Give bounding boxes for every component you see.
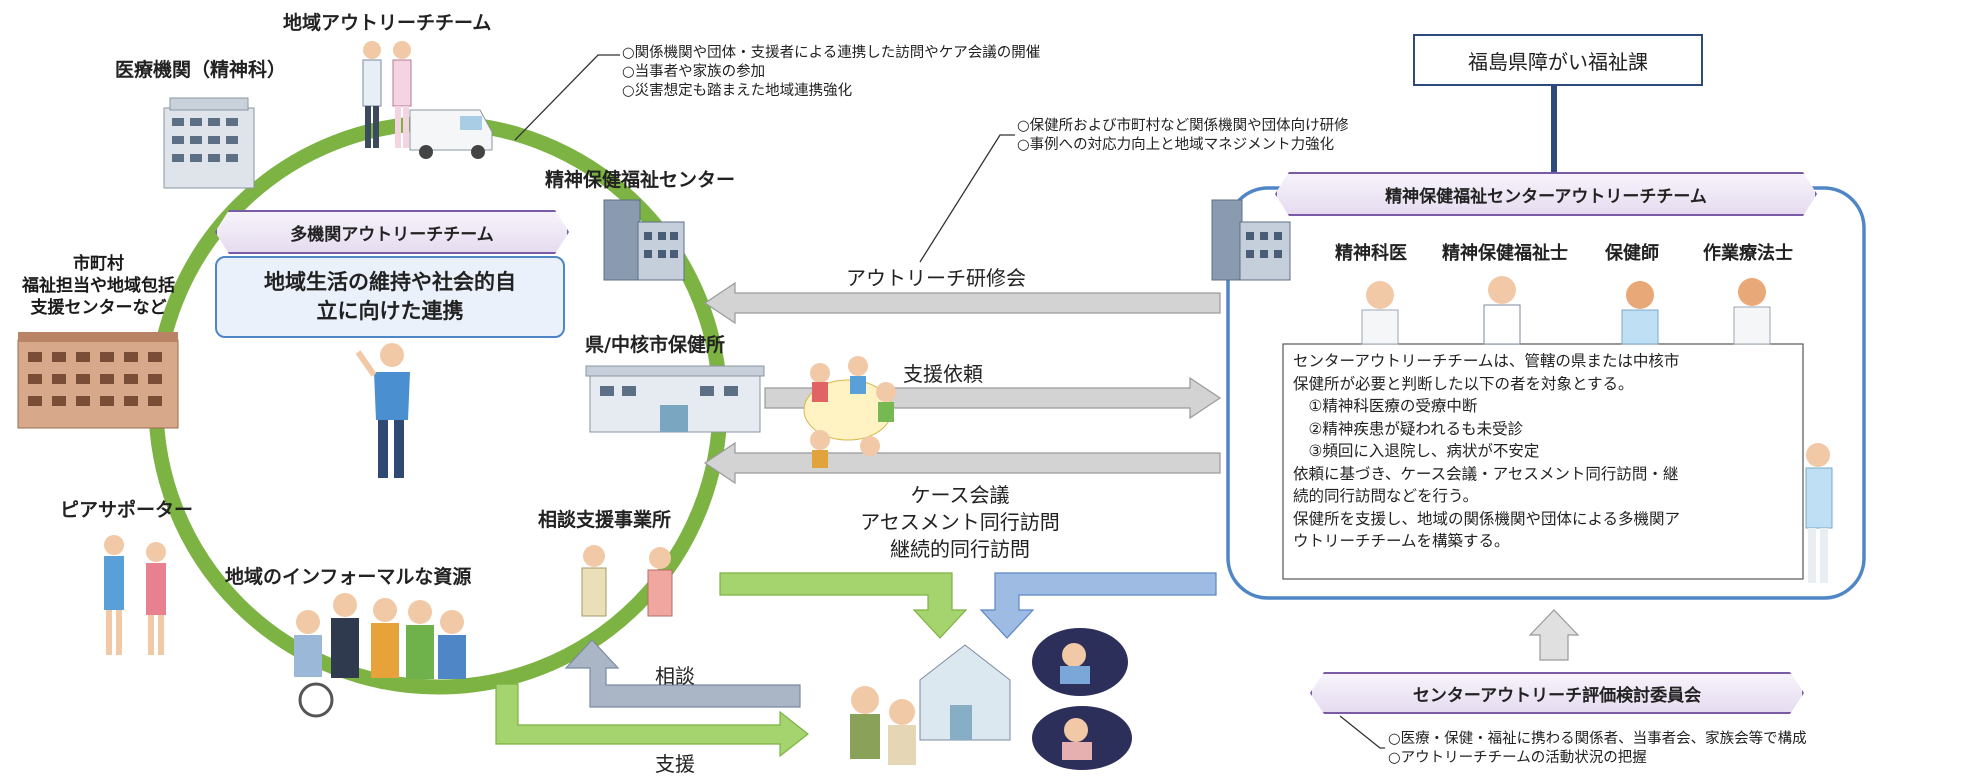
- evaluation-notes: ○医療・保健・福祉に携わる関係者、当事者会、家族会等で構成 ○アウトリーチチーム…: [1388, 730, 1807, 768]
- role-psychiatric-social-worker: 精神保健福祉士: [1442, 243, 1568, 264]
- top-note-item: ○災害想定も踏まえた地域連携強化: [622, 83, 853, 99]
- case-meeting-label-line: 継続的同行訪問: [890, 537, 1030, 561]
- psychiatric-social-worker-icon: [1483, 276, 1521, 345]
- description-line: ②精神疾患が疑われるも未受診: [1293, 419, 1524, 438]
- center-staff-figure-icon: [1805, 443, 1833, 583]
- municipality-label: 市町村 福祉担当や地域包括 支援センターなど: [22, 253, 175, 319]
- evaluation-notes-callout-line: [1339, 715, 1385, 749]
- municipality-label-line: 市町村: [73, 254, 124, 274]
- case-meeting-label: ケース会議 アセスメント同行訪問 継続的同行訪問: [830, 482, 1090, 563]
- informal-resources-label: 地域のインフォーマルな資源: [225, 566, 472, 588]
- public-health-nurse-icon: [1621, 281, 1659, 345]
- description-line: 続的同行訪問などを行う。: [1293, 487, 1479, 505]
- top-note-item: ○関係機関や団体・支援者による連携した訪問やケア会議の開催: [622, 45, 1041, 61]
- consultation-office-label: 相談支援事業所: [538, 509, 672, 531]
- community-outreach-team-label: 地域アウトリーチチーム: [283, 12, 492, 34]
- description-line: ③頻回に入退院し、病状が不安定: [1293, 442, 1540, 460]
- wheelchair-icon: [298, 682, 334, 718]
- municipality-label-line: 支援センターなど: [30, 298, 167, 318]
- multi-agency-text-line: 地域生活の維持や社会的自: [264, 270, 516, 294]
- psychiatrist-icon: [1361, 281, 1399, 345]
- group-meeting-icon: [803, 356, 896, 468]
- training-note-item: ○事例への対応力向上と地域マネジメント力強化: [1017, 137, 1335, 153]
- description-line: 保健所が必要と判断した以下の者を対象とする。: [1293, 374, 1634, 393]
- support-request-label: 支援依頼: [903, 362, 983, 386]
- health-center-label: 県/中核市保健所: [585, 334, 725, 356]
- return-arrow: [703, 441, 1221, 485]
- multi-agency-team-banner: 多機関アウトリーチチーム: [215, 210, 569, 254]
- training-note-item: ○保健所および市町村など関係機関や団体向け研修: [1017, 118, 1349, 134]
- description-line: 保健所を支援し、地域の関係機関や団体による多機関ア: [1293, 509, 1681, 528]
- case-meeting-label-line: ケース会議: [910, 483, 1010, 507]
- case-meeting-green-arrow: [719, 572, 968, 639]
- description-line: ウトリーチチームを構築する。: [1293, 532, 1510, 550]
- evaluation-committee-banner: センターアウトリーチ評価検討委員会: [1310, 672, 1804, 714]
- case-meeting-blue-arrow: [979, 572, 1217, 639]
- center-team-banner: 精神保健福祉センターアウトリーチチーム: [1275, 172, 1817, 216]
- description-line: 依頼に基づき、ケース会議・アセスメント同行訪問・継: [1293, 464, 1679, 483]
- role-public-health-nurse: 保健師: [1605, 243, 1659, 264]
- top-note-item: ○当事者や家族の参加: [622, 64, 766, 80]
- outreach-staff-icon: [362, 41, 412, 148]
- training-notes: ○保健所および市町村など関係機関や団体向け研修 ○事例への対応力向上と地域マネジ…: [1017, 117, 1349, 155]
- health-center-building-icon: [585, 365, 765, 433]
- training-arrow-label: アウトリーチ研修会: [846, 266, 1026, 290]
- home-icon: [850, 644, 1011, 765]
- case-meeting-label-line: アセスメント同行訪問: [860, 510, 1060, 534]
- description-line: センターアウトリーチチームは、管轄の県または中核市: [1293, 352, 1680, 370]
- role-psychiatrist: 精神科医: [1335, 243, 1407, 264]
- mental-health-center-building-icon: [603, 199, 685, 281]
- center-team-building-icon: [1211, 199, 1291, 281]
- peer-supporter-icon: [104, 535, 166, 655]
- evaluation-note-item: ○医療・保健・福祉に携わる関係者、当事者会、家族会等で構成: [1388, 731, 1807, 747]
- consultation-arrow-label: 相談: [655, 664, 695, 688]
- consultation-staff-icon: [581, 545, 673, 617]
- evaluation-up-arrow: [1528, 609, 1580, 661]
- evaluation-note-item: ○アウトリーチチームの活動状況の把握: [1388, 750, 1647, 766]
- informal-resources-group-icon: [294, 593, 466, 718]
- training-notes-callout-line: [919, 134, 1015, 263]
- peer-supporter-label: ピアサポーター: [60, 499, 194, 521]
- municipality-label-line: 福祉担当や地域包括: [22, 276, 175, 296]
- municipality-building-icon: [17, 332, 179, 429]
- fukushima-department-box: 福島県障がい福祉課: [1413, 34, 1703, 86]
- outreach-van-icon: [409, 109, 493, 159]
- center-description-box: [1282, 343, 1804, 580]
- occupational-therapist-icon: [1733, 278, 1771, 345]
- center-team-description: センターアウトリーチチームは、管轄の県または中核市 保健所が必要と判断した以下の…: [1293, 350, 1680, 553]
- description-line: ①精神科医療の受療中断: [1293, 397, 1478, 415]
- fukushima-connector-line: [1551, 84, 1557, 184]
- top-notes-callout-line: [514, 54, 620, 141]
- support-arrow: [495, 683, 809, 758]
- medical-institution-label: 医療機関（精神科）: [115, 59, 287, 81]
- multi-agency-team-box: 地域生活の維持や社会的自 立に向けた連携: [215, 256, 565, 338]
- training-arrow: [703, 281, 1221, 325]
- support-arrow-label: 支援: [655, 752, 695, 776]
- medical-building-icon: [163, 97, 255, 189]
- multi-agency-text-line: 立に向けた連携: [316, 299, 464, 323]
- community-person-icon: [355, 343, 410, 478]
- top-notes: ○関係機関や団体・支援者による連携した訪問やケア会議の開催 ○当事者や家族の参加…: [622, 44, 1040, 101]
- role-occupational-therapist: 作業療法士: [1703, 243, 1793, 264]
- distressed-person-icon: [1032, 628, 1132, 770]
- mental-health-center-label: 精神保健福祉センター: [545, 169, 736, 191]
- consultation-arrow: [564, 639, 801, 708]
